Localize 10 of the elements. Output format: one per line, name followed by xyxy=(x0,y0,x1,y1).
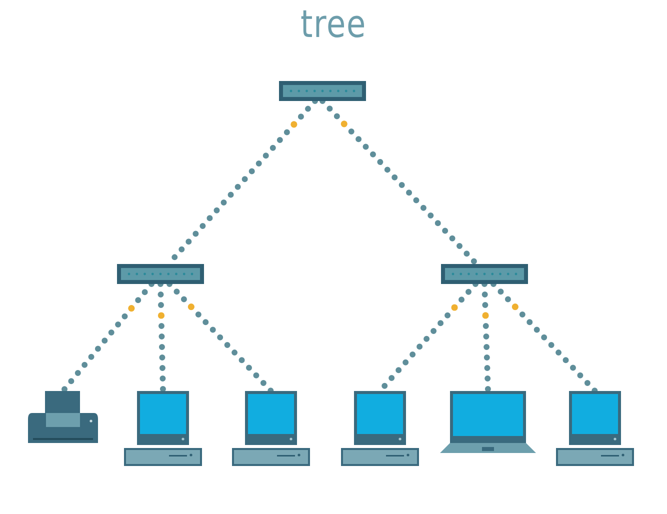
network-switch-drawing xyxy=(279,81,366,101)
desktop-computer-drawing xyxy=(556,391,634,466)
network-switch-drawing xyxy=(117,264,204,284)
diagram-title: tree xyxy=(300,2,368,46)
desktop-computer-drawing xyxy=(124,391,202,466)
desktop-computer-drawing xyxy=(341,391,419,466)
network-switch-drawing xyxy=(441,264,528,284)
printer-drawing xyxy=(28,391,98,443)
desktop-computer-drawing xyxy=(232,391,310,466)
laptop-drawing xyxy=(440,391,536,453)
